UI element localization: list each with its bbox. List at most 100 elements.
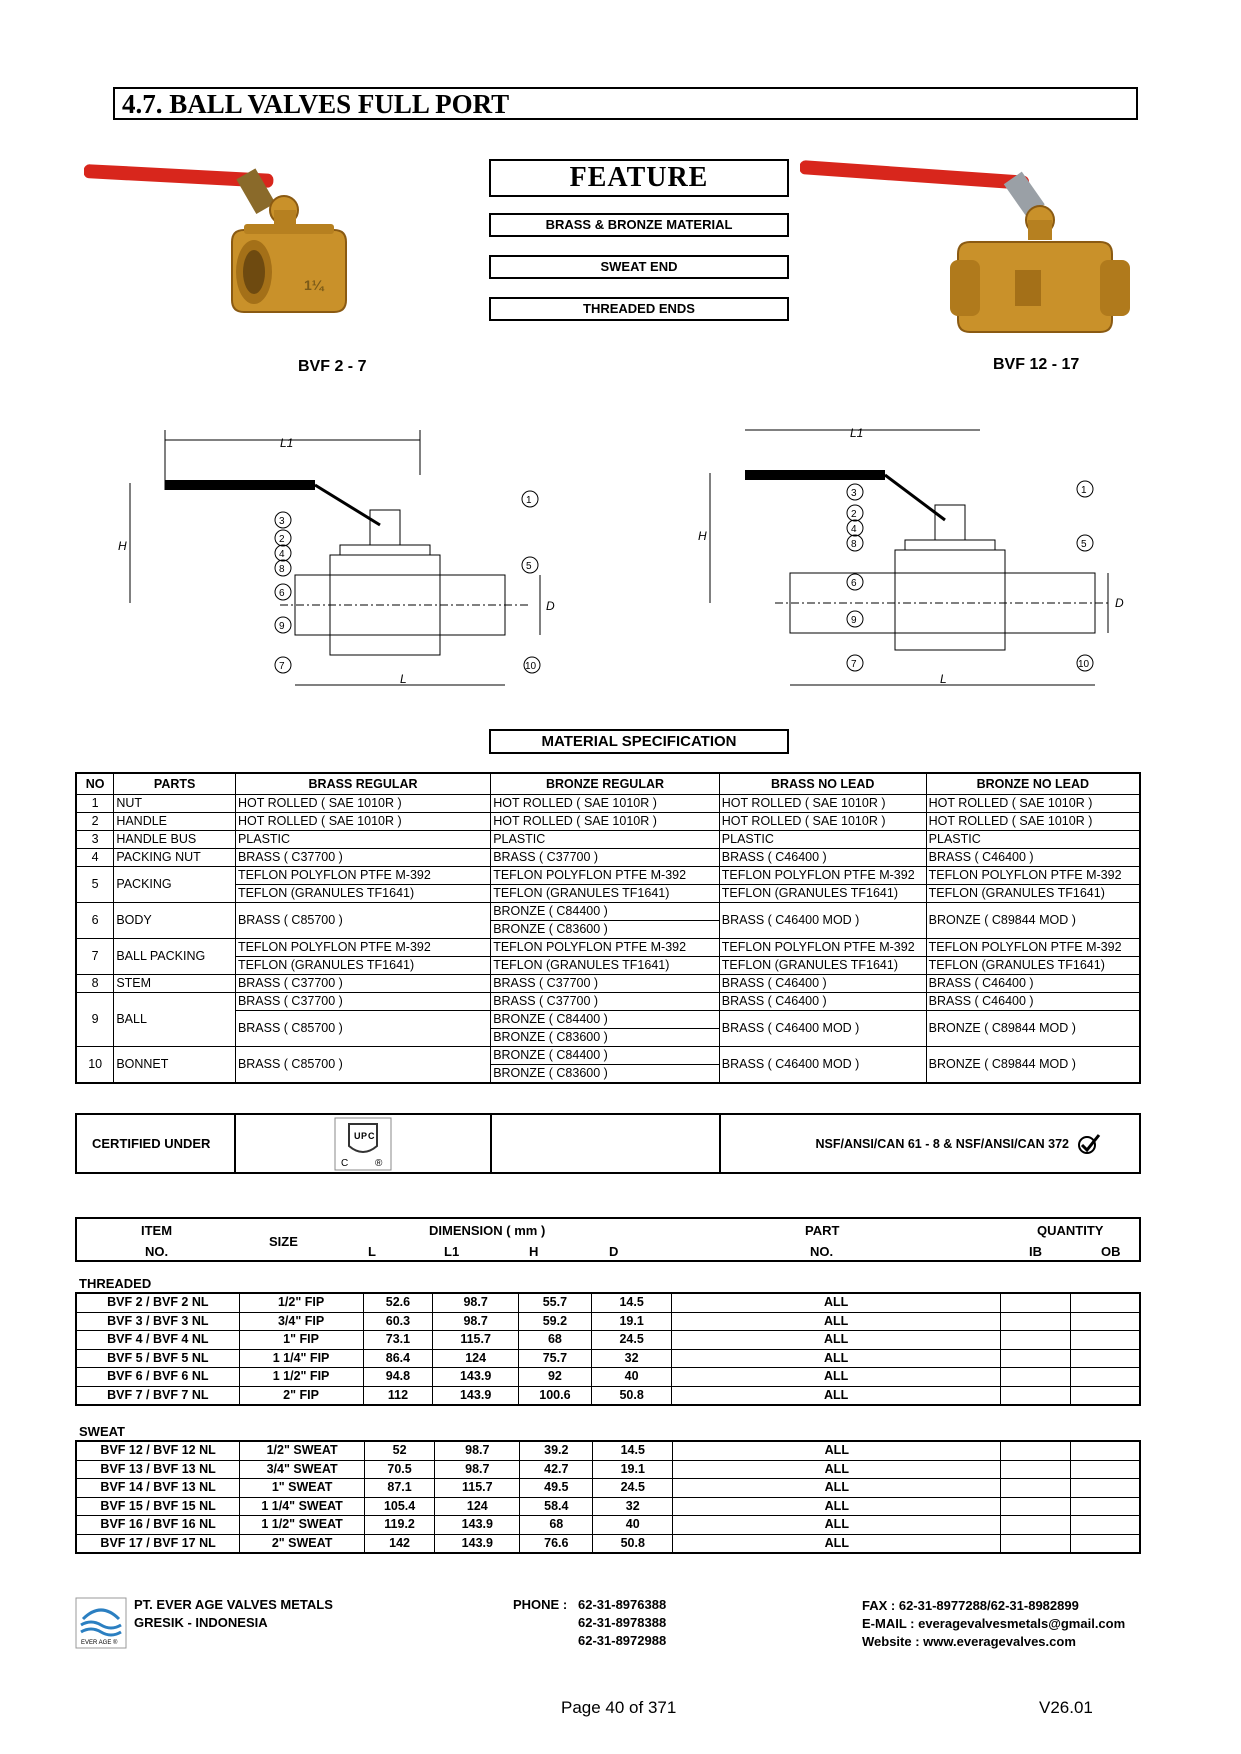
svg-text:3: 3 [851,488,857,499]
material-cell: TEFLON POLYFLON PTFE M-392 [925,866,1141,885]
material-row: TEFLON (GRANULES TF1641) TEFLON (GRANULES… [76,956,1141,975]
sweat-valve-drawing: L1 H L D 1 3 2 4 8 5 6 9 7 10 [698,426,1124,686]
part-number: 10 [75,1046,115,1084]
dimension-cell-d: 24.5 [590,1330,673,1350]
dimension-cell-item: BVF 6 / BVF 6 NL [75,1367,240,1387]
quantity-ob-cell [1069,1478,1141,1498]
dimension-cell-size: 3/4" FIP [238,1311,364,1331]
dimension-cell-l: 52.6 [362,1292,434,1313]
material-cell: BRASS ( C46400 MOD ) [718,902,927,939]
callout-10: 10 [525,661,537,672]
material-header-cell: BRASS REGULAR [234,772,492,795]
material-cell: PLASTIC [490,830,720,849]
nsf-check-icon [1078,1133,1101,1154]
material-cell: TEFLON POLYFLON PTFE M-392 [718,938,927,957]
dimension-cell-d: 19.1 [590,1311,673,1331]
feature-item: SWEAT END [489,255,789,279]
material-cell: BRONZE ( C84400 ) [490,1046,720,1065]
group-label-sweat: SWEAT [79,1424,125,1439]
dimension-cell-item: BVF 17 / BVF 17 NL [75,1533,241,1554]
dimension-cell-item: BVF 16 / BVF 16 NL [75,1515,241,1535]
part-number: 7 [75,938,115,975]
callout-2: 2 [279,534,285,545]
material-spec-title: MATERIAL SPECIFICATION [489,729,789,754]
ball-valve-sweat-photo [800,160,1130,333]
part-name: BONNET [113,1046,236,1084]
material-cell: TEFLON (GRANULES TF1641) [718,884,927,903]
material-cell: BRASS ( C46400 ) [718,848,927,867]
dimension-cell-size: 1" SWEAT [239,1478,366,1498]
svg-text:D: D [1115,596,1124,610]
dimension-cell-h: 58.4 [519,1496,594,1516]
section-title: 4.7. BALL VALVES FULL PORT [113,87,1138,120]
dimension-cell-item: BVF 13 / BVF 13 NL [75,1459,241,1479]
material-cell: BRONZE ( C84400 ) [490,1010,720,1029]
material-cell: HOT ROLLED ( SAE 1010R ) [490,794,720,813]
dimension-cell-part: ALL [671,1367,1001,1387]
svg-text:EVER AGE ®: EVER AGE ® [81,1639,118,1646]
svg-text:9: 9 [851,615,857,626]
material-header-cell: PARTS [113,772,236,795]
phone-number: 62-31-8978388 [578,1615,667,1630]
material-cell: TEFLON (GRANULES TF1641) [234,956,492,975]
quantity-ib-cell [999,1367,1071,1387]
feature-title: FEATURE [489,159,789,197]
material-cell: BRONZE ( C89844 MOD ) [925,1046,1141,1084]
group-label-threaded: THREADED [79,1276,152,1291]
material-cell: TEFLON (GRANULES TF1641) [925,884,1141,903]
quantity-ob-cell [1069,1515,1141,1535]
dim-label-l1: L1 [280,436,293,450]
dimension-cell-d: 19.1 [592,1459,674,1479]
dimension-cell-size: 2" SWEAT [239,1533,366,1554]
material-cell: BRASS ( C85700 ) [234,1010,492,1047]
ball-valve-threaded-photo: 1¼ [84,164,347,313]
svg-text:®: ® [375,1158,383,1169]
dimension-cell-l1: 98.7 [434,1459,521,1479]
email-address[interactable]: E-MAIL : everagevalvesmetals@gmail.com [862,1616,1126,1631]
dimension-cell-h: 75.7 [517,1348,592,1368]
material-cell: TEFLON (GRANULES TF1641) [718,956,927,975]
quantity-ob-cell [1069,1496,1141,1516]
callout-4: 4 [279,549,285,560]
dimension-cell-h: 39.2 [519,1440,594,1461]
dimension-cell-l1: 143.9 [434,1533,521,1554]
website-link[interactable]: Website : www.everagevalves.com [862,1634,1076,1649]
material-cell: BRONZE ( C83600 ) [490,1064,720,1084]
quantity-ib-cell [1000,1496,1071,1516]
material-row: TEFLON (GRANULES TF1641)TEFLON (GRANULES… [76,884,1141,903]
svg-text:2: 2 [851,509,857,520]
dimension-cell-l1: 124 [434,1496,521,1516]
quantity-ob-cell [1069,1348,1141,1368]
certified-under-label: CERTIFIED UNDER [77,1115,236,1172]
material-cell: BRASS ( C46400 ) [925,974,1141,993]
svg-text:L1: L1 [850,426,863,440]
callout-9: 9 [279,621,285,632]
dimension-cell-part: ALL [671,1292,1001,1313]
dim-label-d: D [546,599,555,613]
material-cell: HOT ROLLED ( SAE 1010R ) [925,812,1141,831]
material-cell: HOT ROLLED ( SAE 1010R ) [718,812,927,831]
part-number: 5 [75,866,115,903]
material-cell: HOT ROLLED ( SAE 1010R ) [925,794,1141,813]
quantity-ib-cell [999,1330,1071,1350]
callout-3: 3 [279,516,285,527]
svg-text:L: L [940,672,947,686]
material-row: BRASS ( C85700 )BRONZE ( C84400 )BRASS (… [76,1010,1141,1047]
dimension-cell-size: 1 1/2" SWEAT [239,1515,366,1535]
dimension-cell-h: 68 [519,1515,594,1535]
svg-text:8: 8 [851,539,857,550]
part-number: 8 [75,974,115,993]
dimension-cell-h: 76.6 [519,1533,594,1554]
svg-text:6: 6 [851,578,857,589]
dimension-cell-l1: 98.7 [432,1292,519,1313]
material-cell: HOT ROLLED ( SAE 1010R ) [234,812,492,831]
